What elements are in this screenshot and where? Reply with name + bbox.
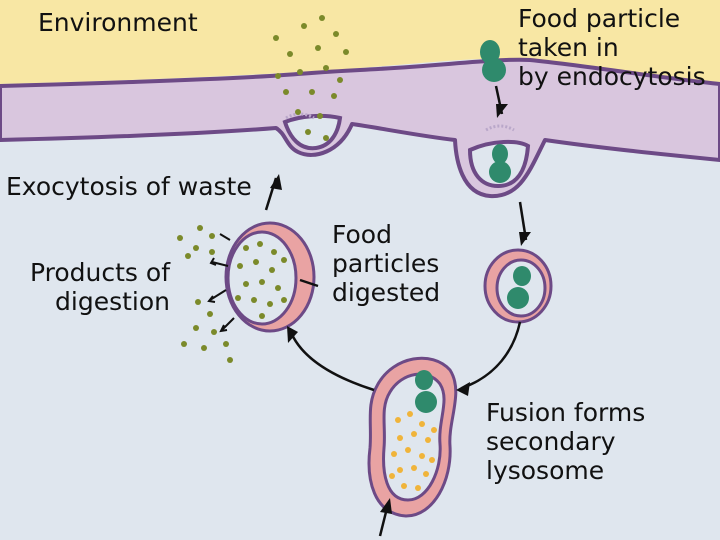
environment-region xyxy=(0,0,720,84)
endocytic-vesicle xyxy=(483,248,553,324)
digestion-product-particles xyxy=(177,225,233,363)
digestive-vacuole xyxy=(224,221,316,333)
waste-particles-exocytosis xyxy=(273,15,349,141)
secondary-lysosome xyxy=(367,356,458,518)
products-of-digestion-label: Products of digestion xyxy=(30,258,170,316)
exocytosis-label: Exocytosis of waste xyxy=(6,172,252,201)
food-particle-in-pit xyxy=(492,144,508,164)
food-particle-outside xyxy=(480,40,500,64)
food-particles-digested-label: Food particles digested xyxy=(332,220,441,307)
environment-label: Environment xyxy=(38,8,198,37)
food-particle-label: Food particle taken in by endocytosis xyxy=(518,4,706,91)
fusion-label: Fusion forms secondary lysosome xyxy=(486,398,646,485)
plasma-membrane xyxy=(0,57,720,199)
